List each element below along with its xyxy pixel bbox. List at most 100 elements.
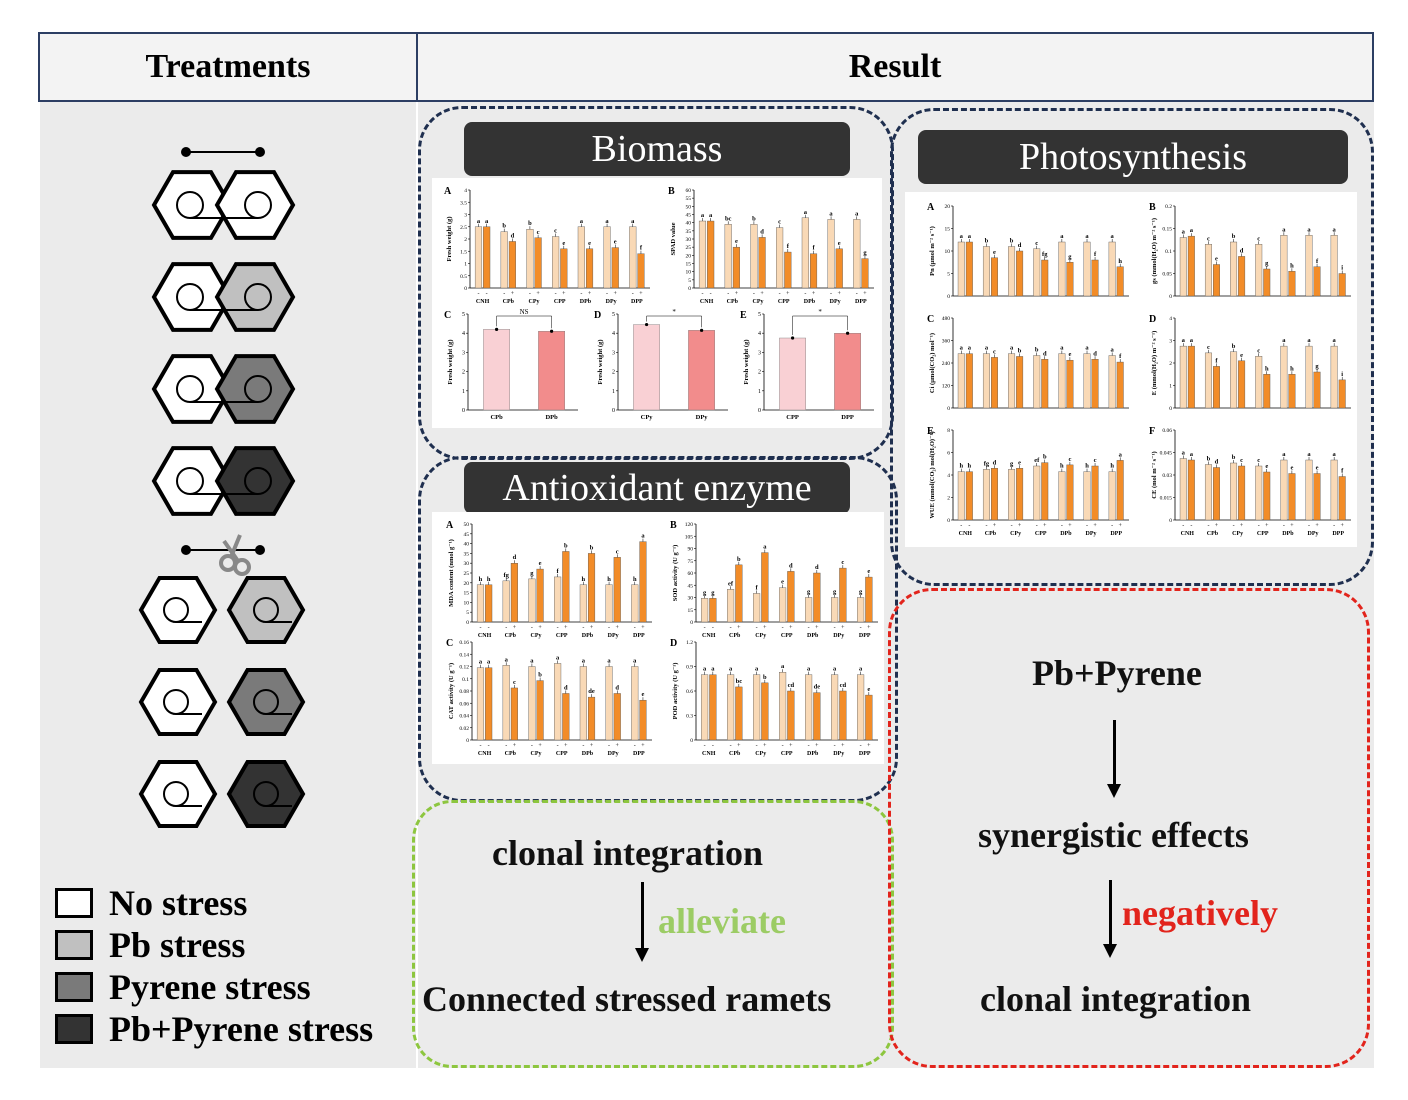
bar-dark xyxy=(1041,259,1049,297)
treatment-sign: - xyxy=(1190,523,1192,529)
y-tick-label: 1 xyxy=(612,389,615,395)
bar-light xyxy=(750,224,758,289)
sig-letter: e xyxy=(867,568,870,575)
legend-swatch-pyrene xyxy=(55,972,93,1002)
y-tick-label: 0 xyxy=(1169,518,1172,524)
sig-letter: a xyxy=(1060,345,1064,352)
x-category: CPy xyxy=(529,299,540,305)
sig-letter: c xyxy=(1257,235,1260,242)
sig-letter: b xyxy=(1018,347,1022,354)
treatment-sign: - xyxy=(704,625,706,631)
bar-light xyxy=(500,231,508,289)
bar-dark xyxy=(1213,366,1220,409)
bar xyxy=(688,330,715,411)
x-category: DPP xyxy=(1332,531,1344,537)
bar-dark xyxy=(1187,459,1195,521)
bar-light xyxy=(1033,465,1041,521)
severed-ramet-pair xyxy=(138,668,306,736)
bar-light xyxy=(1330,235,1338,297)
sig-letter: f xyxy=(557,568,560,575)
x-category: DPP xyxy=(859,633,871,639)
red-middle-text: synergistic effects xyxy=(978,815,1249,855)
x-category: DPP xyxy=(633,751,645,757)
y-tick-label: 120 xyxy=(685,522,694,528)
bar-dark xyxy=(991,468,998,521)
x-category: CPP xyxy=(781,633,793,639)
y-tick-label: 2 xyxy=(612,370,615,376)
bar-light xyxy=(831,674,839,741)
treatment-sign: - xyxy=(830,291,832,297)
treatment-sign: - xyxy=(1086,523,1088,529)
y-tick-label: 35 xyxy=(464,551,470,557)
bar-dark xyxy=(1016,250,1024,297)
bar-light xyxy=(629,226,637,289)
bar-dark xyxy=(587,696,596,741)
y-axis-label: Fresh weight (g) xyxy=(447,339,454,384)
sig-letter: c xyxy=(513,679,516,686)
bar-light xyxy=(776,227,784,289)
bar xyxy=(538,331,566,411)
sig-letter: c xyxy=(1207,344,1210,351)
treatment-sign: + xyxy=(1240,523,1244,529)
y-tick-label: 60 xyxy=(688,571,694,577)
bar-light xyxy=(753,674,761,741)
sig-letter: d xyxy=(513,554,517,561)
bar-dark xyxy=(637,253,645,289)
bar-light xyxy=(1058,471,1066,521)
bar-dark xyxy=(1116,266,1124,297)
y-tick-label: 0.16 xyxy=(459,640,469,646)
daughter-ramet-hex xyxy=(214,446,296,516)
x-category: CPb xyxy=(505,751,517,757)
bar-dark xyxy=(1338,379,1346,409)
sig-letter: h xyxy=(607,576,611,583)
bar-light xyxy=(1008,469,1016,521)
legend-pb-pyrene: Pb+Pyrene stress xyxy=(55,1008,373,1050)
y-tick-label: 5 xyxy=(462,312,465,318)
y-tick-label: 20 xyxy=(464,581,470,587)
y-tick-label: 0 xyxy=(464,286,467,292)
y-axis-label: CE (mol m⁻² s⁻¹) xyxy=(1151,451,1158,498)
bar-light xyxy=(957,241,965,297)
treatment-sign: + xyxy=(564,625,568,631)
bar-light xyxy=(554,663,562,741)
bar-dark xyxy=(735,686,743,741)
panel-letter: E xyxy=(927,426,934,437)
y-tick-label: 120 xyxy=(942,384,951,390)
x-category: CPy xyxy=(755,633,766,639)
x-category: CPP xyxy=(786,414,799,421)
mother-ramet-hex xyxy=(151,170,233,240)
sig-letter: a xyxy=(1333,337,1337,344)
mother-ramet-hex xyxy=(151,262,233,332)
x-category: CPb xyxy=(503,299,515,305)
y-tick-label: 0 xyxy=(466,738,469,744)
y-tick-label: 20 xyxy=(686,253,692,259)
legend-label: Pb+Pyrene stress xyxy=(109,1009,374,1049)
legend-swatch-pb xyxy=(55,930,93,960)
y-tick-label: 4 xyxy=(612,331,615,337)
bar-dark xyxy=(787,571,795,623)
treatment-sign: + xyxy=(815,743,819,749)
bar-light xyxy=(1204,464,1212,521)
mother-ramet-hex xyxy=(138,668,218,736)
sig-letter: f xyxy=(1215,357,1218,364)
sig-letter: b xyxy=(590,544,594,551)
sig-letter: a xyxy=(1010,345,1014,352)
bar-light xyxy=(1058,353,1066,409)
sig-letter: a xyxy=(968,233,972,240)
sig-letter: a xyxy=(1307,337,1311,344)
x-category: DPP xyxy=(633,633,645,639)
treatment-sign: + xyxy=(641,743,645,749)
sig-letter: a xyxy=(833,666,837,673)
bar-dark xyxy=(861,258,869,289)
mother-ramet-hex xyxy=(151,354,233,424)
treatment-sign: + xyxy=(536,291,540,297)
y-tick-label: 2.5 xyxy=(460,225,467,231)
treatment-sign: - xyxy=(985,523,987,529)
treatment-sign: - xyxy=(701,291,703,297)
bar-light xyxy=(1204,352,1212,409)
bar-dark xyxy=(1288,271,1296,297)
bar-light xyxy=(857,674,865,741)
sig-letter: h xyxy=(1110,463,1114,470)
